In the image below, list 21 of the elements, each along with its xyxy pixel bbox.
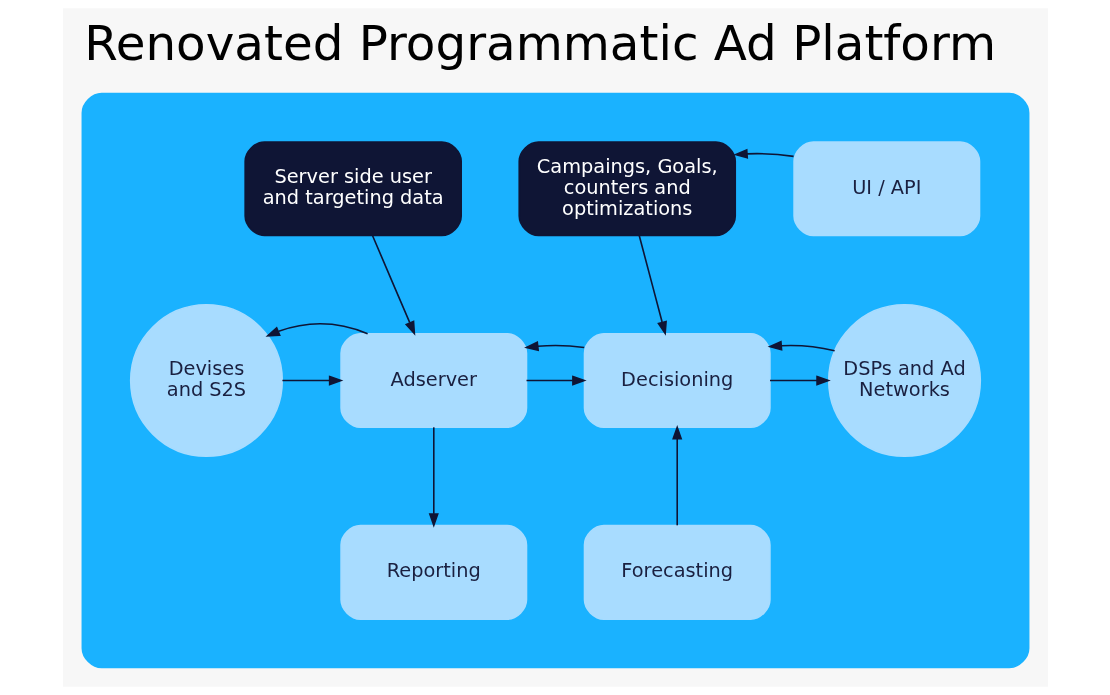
diagram-title: Renovated Programmatic Ad Platform [83, 14, 996, 71]
arrow [767, 340, 835, 352]
node-box: Forecasting [583, 524, 771, 620]
arrow [371, 234, 415, 336]
arrow [637, 234, 667, 336]
arrow [265, 322, 368, 337]
arrow [732, 148, 794, 159]
cluster [81, 92, 1029, 669]
arrow [523, 341, 585, 352]
arrow [428, 426, 439, 528]
arrow [671, 424, 682, 527]
node-box: Campaings, Goals, counters and optimizations [517, 141, 736, 237]
node-box: UI / API [792, 141, 980, 237]
arrow [281, 375, 343, 386]
node-box: Decisioning [583, 333, 771, 429]
node-circle: DSPs and Ad Networks [827, 303, 981, 458]
arrow [768, 375, 831, 386]
node-box: Reporting [339, 524, 527, 620]
arrow [525, 375, 587, 386]
node-box: Server side user and targeting data [243, 141, 462, 237]
node-box: Adserver [339, 333, 527, 429]
